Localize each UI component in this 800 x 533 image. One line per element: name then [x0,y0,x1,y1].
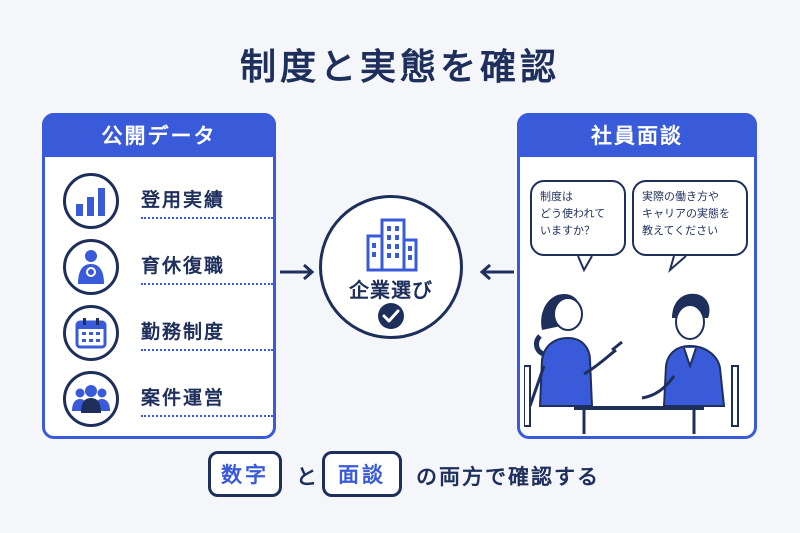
office-building-icon [366,218,418,272]
bar-chart-icon [63,173,119,229]
page-title: 制度と実態を確認 [239,47,560,88]
keyword-interview: 面談 [322,451,402,497]
dotted-divider [141,283,273,285]
woman-figure [524,294,623,427]
parent-baby-icon [63,239,119,295]
speech-bubble-request: 実際の働き方や キャリアの実態を 教えてください [632,180,748,256]
dotted-divider [141,349,273,351]
data-item-promotion: 登用実績 [63,173,273,233]
employee-interview-header: 社員面談 [517,113,757,157]
data-item-label: 育休復職 [141,255,226,277]
data-item-project-management: 案件運営 [63,371,273,431]
dotted-divider [141,217,273,219]
data-item-label: 案件運営 [141,387,226,409]
calendar-icon [63,305,119,361]
connector-text: と [296,465,319,489]
dotted-divider [141,415,273,417]
arrow-left-icon [479,263,514,281]
man-figure [641,293,739,427]
data-item-work-system: 勤務制度 [63,305,273,365]
bottom-tagline: 数字 と 面談 の両方で確認する [0,451,800,501]
company-selection-circle: 企業選び [319,195,463,339]
keyword-numbers: 数字 [208,451,282,497]
public-data-header: 公開データ [42,113,276,157]
public-data-panel: 公開データ 登用実績 育休復職 [42,113,276,439]
tagline-tail: の両方で確認する [416,465,600,489]
data-item-label: 勤務制度 [141,321,226,343]
team-icon [63,371,119,427]
company-selection-label: 企業選び [349,278,433,302]
employee-interview-panel: 社員面談 制度は どう使われて いますか？ 実際の働き方や キャリアの実態を 教… [517,113,757,439]
data-item-label: 登用実績 [141,189,226,211]
check-icon [378,303,404,329]
data-item-parental-leave: 育休復職 [63,239,273,299]
arrow-right-icon [280,263,315,281]
speech-bubble-question: 制度は どう使われて いますか？ [530,180,626,256]
interview-illustration [524,256,739,434]
